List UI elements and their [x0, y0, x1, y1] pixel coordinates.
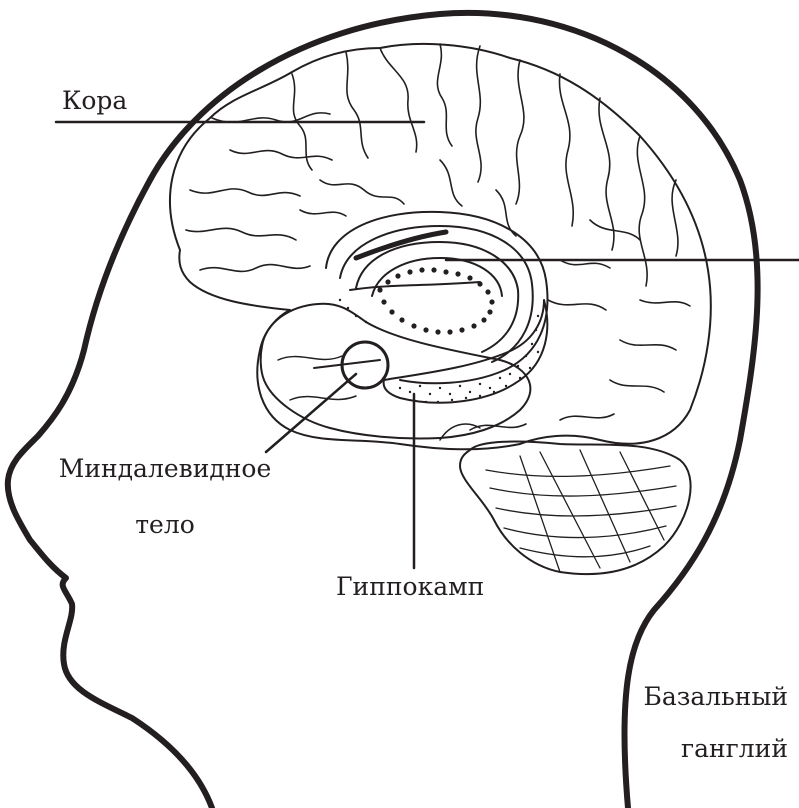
- hippocampus-shape: [384, 300, 548, 403]
- cerebellum-folia: [486, 450, 676, 572]
- basal-ganglia-structure: [326, 212, 547, 383]
- cerebellum: [460, 442, 691, 575]
- amygdala-label-line2: тело: [52, 510, 278, 540]
- hippocampus-label: Гиппокамп: [336, 572, 484, 602]
- basal-ganglia-label-line1: Базальный: [600, 682, 788, 712]
- amygdala-label-line1: Миндалевидное: [52, 454, 278, 484]
- cortex-label: Кора: [62, 86, 127, 116]
- temporal-lobe: [261, 304, 531, 439]
- putamen-dots: [377, 267, 494, 334]
- amygdala-inner-line: [314, 360, 380, 368]
- basal-ganglia-label-line2: ганглий: [600, 734, 788, 764]
